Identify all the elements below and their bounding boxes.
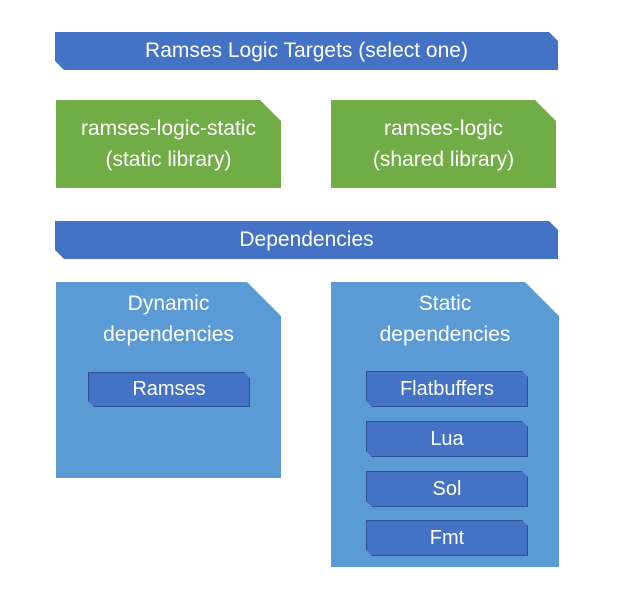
targets-header-label: Ramses Logic Targets (select one)	[145, 39, 468, 62]
target-shared-library-box: ramses-logic (shared library)	[331, 100, 556, 188]
dependency-lua: Lua	[366, 421, 528, 457]
dependencies-header-label: Dependencies	[239, 228, 374, 251]
dependency-fmt-label: Fmt	[429, 526, 465, 549]
target-static-name: ramses-logic-static	[80, 117, 257, 140]
dependency-sol: Sol	[366, 471, 528, 507]
dependency-ramses-label: Ramses	[132, 378, 206, 400]
dependencies-header-banner: Dependencies	[55, 221, 558, 259]
target-shared-name: ramses-logic	[383, 117, 504, 140]
static-title-line1: Static	[418, 292, 472, 315]
dependency-sol-label: Sol	[432, 477, 462, 500]
static-dependencies-title: Static dependencies	[331, 288, 559, 350]
dynamic-title-line2: dependencies	[103, 323, 234, 346]
dynamic-title-line1: Dynamic	[127, 292, 210, 315]
dependency-fmt: Fmt	[366, 520, 528, 556]
dynamic-dependencies-title: Dynamic dependencies	[56, 288, 281, 350]
dependency-lua-label: Lua	[430, 427, 464, 450]
target-static-library-box: ramses-logic-static (static library)	[56, 100, 281, 188]
target-static-kind: (static library)	[105, 148, 232, 171]
target-shared-kind: (shared library)	[372, 148, 515, 171]
dependency-flatbuffers: Flatbuffers	[366, 371, 528, 407]
static-title-line2: dependencies	[379, 323, 511, 346]
dependency-flatbuffers-label: Flatbuffers	[399, 377, 495, 400]
dependency-ramses: Ramses	[88, 372, 250, 407]
targets-header-banner: Ramses Logic Targets (select one)	[55, 32, 558, 70]
